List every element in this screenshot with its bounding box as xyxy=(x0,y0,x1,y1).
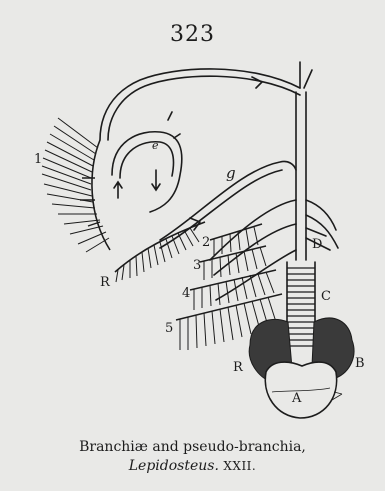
figure-caption: Branchiæ and pseudo-branchia, Lepidosteu… xyxy=(0,438,385,476)
top-arch-vessel xyxy=(100,69,300,140)
label-gill-1: 1 xyxy=(34,153,42,166)
aorta-stem xyxy=(296,92,306,260)
label-r-bottom: R xyxy=(233,361,243,374)
label-gill-3: 3 xyxy=(193,259,201,272)
label-r-left: R xyxy=(100,276,110,289)
label-gill-4: 4 xyxy=(182,287,190,300)
label-gill-2: 2 xyxy=(202,236,210,249)
pseudobranch-loop xyxy=(112,132,182,212)
conus-arteriosus xyxy=(287,262,315,348)
pseudobranch-r-filaments xyxy=(115,222,205,282)
label-g: g xyxy=(226,166,236,181)
label-b: B xyxy=(355,357,365,370)
label-a: A xyxy=(292,392,301,405)
label-d: D xyxy=(312,238,322,251)
label-e: e xyxy=(152,140,159,151)
caption-species: Lepidosteus. xyxy=(129,458,219,474)
caption-line-1: Branchiæ and pseudo-branchia, xyxy=(79,439,306,455)
caption-line-2: Lepidosteus. XXII. xyxy=(0,457,385,476)
arch-arrow xyxy=(252,77,262,88)
conus-rings xyxy=(287,268,315,346)
label-gill-5: 5 xyxy=(165,322,173,335)
caption-plate-number: XXII. xyxy=(223,459,256,473)
label-c: C xyxy=(321,290,331,303)
